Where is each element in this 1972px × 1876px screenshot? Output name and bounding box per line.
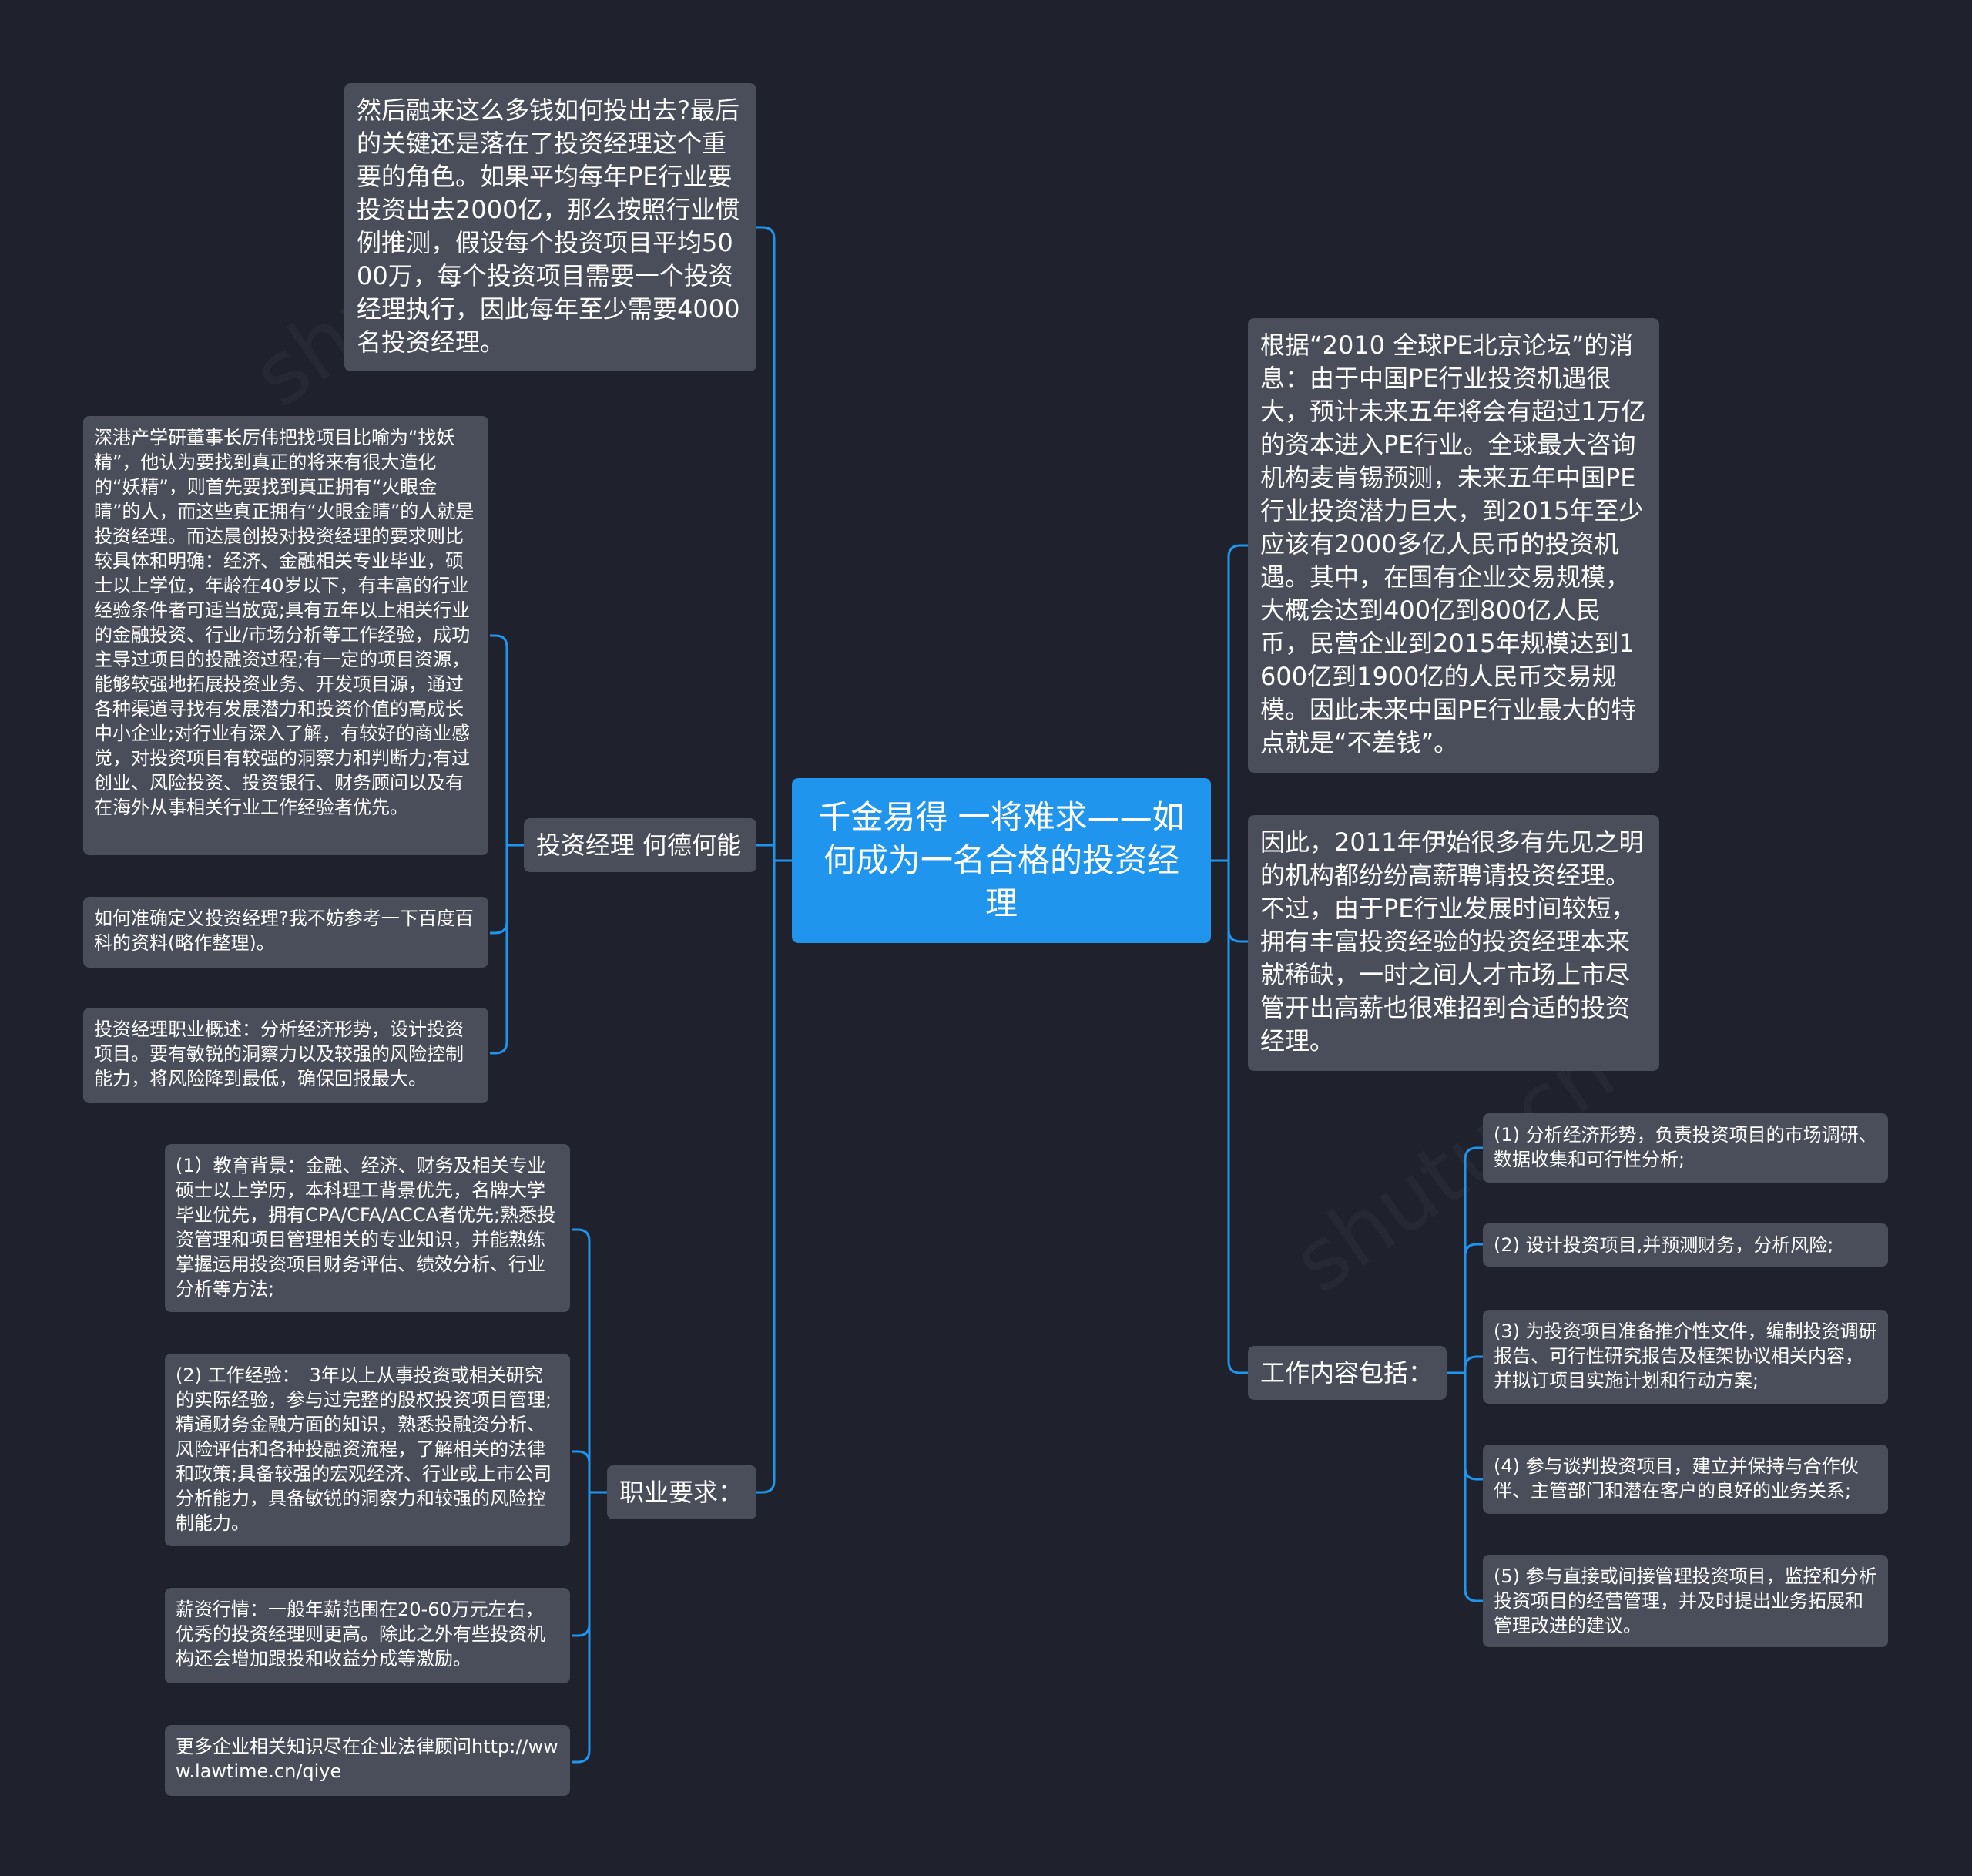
item-text: (5) 参与直接或间接管理投资项目，监控和分析投资项目的经营管理，并及时提出业务… xyxy=(1494,1566,1877,1636)
duty-item-4[interactable]: (4) 参与谈判投资项目，建立并保持与合作伙伴、主管部门和潜在客户的良好的业务关… xyxy=(1483,1445,1888,1514)
branch-virtue[interactable]: 投资经理 何德何能 xyxy=(524,818,756,872)
connector-duty-5 xyxy=(1464,1373,1483,1602)
topic-pe-forum[interactable]: 根据“2010 全球PE北京论坛”的消息：由于中国PE行业投资机遇很大，预计未来… xyxy=(1248,318,1659,773)
connector-req-up2 xyxy=(572,1450,591,1492)
branch-label: 职业要求： xyxy=(619,1478,743,1507)
connector-duty-2 xyxy=(1464,1243,1483,1373)
item-text: (2) 工作经验： 3年以上从事投资或相关研究的实际经验，参与过完整的股权投资项… xyxy=(176,1364,552,1534)
topic-text: 因此，2011年伊始很多有先见之明的机构都纷纷高薪聘请投资经理。不过，由于PE行… xyxy=(1260,827,1644,1055)
virtue-item-1[interactable]: 深港产学研董事长厉伟把找项目比喻为“找妖精”，他认为要找到真正的将来有很大造化的… xyxy=(83,416,488,855)
item-text: (1) 分析经济形势，负责投资项目的市场调研、数据收集和可行性分析; xyxy=(1494,1124,1877,1170)
connector-req-down1 xyxy=(572,1492,591,1637)
duty-item-5[interactable]: (5) 参与直接或间接管理投资项目，监控和分析投资项目的经营管理，并及时提出业务… xyxy=(1483,1555,1888,1647)
branch-label: 工作内容包括： xyxy=(1260,1358,1434,1388)
requirement-item-3[interactable]: 薪资行情：一般年薪范围在20-60万元左右，优秀的投资经理则更高。除此之外有些投… xyxy=(165,1588,570,1683)
item-text: (4) 参与谈判投资项目，建立并保持与合作伙伴、主管部门和潜在客户的良好的业务关… xyxy=(1494,1455,1859,1502)
topic-text: 然后融来这么多钱如何投出去?最后的关键还是落在了投资经理这个重要的角色。如果平均… xyxy=(357,96,740,357)
item-text: (1）教育背景：金融、经济、财务及相关专业硕士以上学历，本科理工背景优先，名牌大… xyxy=(176,1155,556,1300)
connector-right-down xyxy=(1227,861,1248,1374)
requirement-item-2[interactable]: (2) 工作经验： 3年以上从事投资或相关研究的实际经验，参与过完整的股权投资项… xyxy=(165,1354,570,1546)
connector-duty-4 xyxy=(1464,1373,1483,1481)
root-title: 千金易得 一将难求——如何成为一名合格的投资经理 xyxy=(818,798,1185,922)
item-text: 更多企业相关知识尽在企业法律顾问http://www.lawtime.cn/qi… xyxy=(176,1736,558,1782)
connector-left-trunk-down xyxy=(756,861,776,1494)
branch-duties[interactable]: 工作内容包括： xyxy=(1248,1346,1447,1400)
connector-virtue-mid xyxy=(490,845,508,935)
item-text: 深港产学研董事长厉伟把找项目比喻为“找妖精”，他认为要找到真正的将来有很大造化的… xyxy=(94,427,475,818)
duty-item-1[interactable]: (1) 分析经济形势，负责投资项目的市场调研、数据收集和可行性分析; xyxy=(1483,1113,1888,1183)
connector-left-trunk xyxy=(756,226,776,861)
connector-req-up1 xyxy=(572,1228,591,1492)
requirement-item-1[interactable]: (1）教育背景：金融、经济、财务及相关专业硕士以上学历，本科理工背景优先，名牌大… xyxy=(165,1144,570,1312)
virtue-item-3[interactable]: 投资经理职业概述：分析经济形势，设计投资项目。要有敏锐的洞察力以及较强的风险控制… xyxy=(83,1008,488,1103)
connector-duty-1 xyxy=(1464,1146,1483,1373)
topic-high-salary[interactable]: 因此，2011年伊始很多有先见之明的机构都纷纷高薪聘请投资经理。不过，由于PE行… xyxy=(1248,815,1659,1071)
connector-right-up xyxy=(1227,544,1248,861)
connector-virtue-up xyxy=(490,634,508,845)
item-text: 如何准确定义投资经理?我不妨参考一下百度百科的资料(略作整理)。 xyxy=(94,908,474,954)
connector-req-down2 xyxy=(572,1492,591,1764)
root-topic[interactable]: 千金易得 一将难求——如何成为一名合格的投资经理 xyxy=(792,778,1211,943)
duty-item-2[interactable]: (2) 设计投资项目,并预测财务，分析风险; xyxy=(1483,1223,1888,1267)
virtue-item-2[interactable]: 如何准确定义投资经理?我不妨参考一下百度百科的资料(略作整理)。 xyxy=(83,897,488,968)
requirement-item-4[interactable]: 更多企业相关知识尽在企业法律顾问http://www.lawtime.cn/qi… xyxy=(165,1725,570,1796)
connector-virtue-down xyxy=(490,845,508,1055)
item-text: (2) 设计投资项目,并预测财务，分析风险; xyxy=(1494,1234,1834,1256)
topic-text: 根据“2010 全球PE北京论坛”的消息：由于中国PE行业投资机遇很大，预计未来… xyxy=(1260,331,1646,757)
duty-item-3[interactable]: (3) 为投资项目准备推介性文件，编制投资调研报告、可行性研究报告及框架协议相关… xyxy=(1483,1310,1888,1404)
item-text: 投资经理职业概述：分析经济形势，设计投资项目。要有敏锐的洞察力以及较强的风险控制… xyxy=(94,1019,464,1089)
topic-investment-need[interactable]: 然后融来这么多钱如何投出去?最后的关键还是落在了投资经理这个重要的角色。如果平均… xyxy=(344,83,756,371)
branch-requirements[interactable]: 职业要求： xyxy=(607,1465,756,1519)
connector-right-mid xyxy=(1227,861,1248,943)
connector-duty-3 xyxy=(1464,1355,1483,1373)
item-text: (3) 为投资项目准备推介性文件，编制投资调研报告、可行性研究报告及框架协议相关… xyxy=(1494,1321,1877,1391)
branch-label: 投资经理 何德何能 xyxy=(536,831,742,860)
item-text: 薪资行情：一般年薪范围在20-60万元左右，优秀的投资经理则更高。除此之外有些投… xyxy=(176,1599,545,1670)
